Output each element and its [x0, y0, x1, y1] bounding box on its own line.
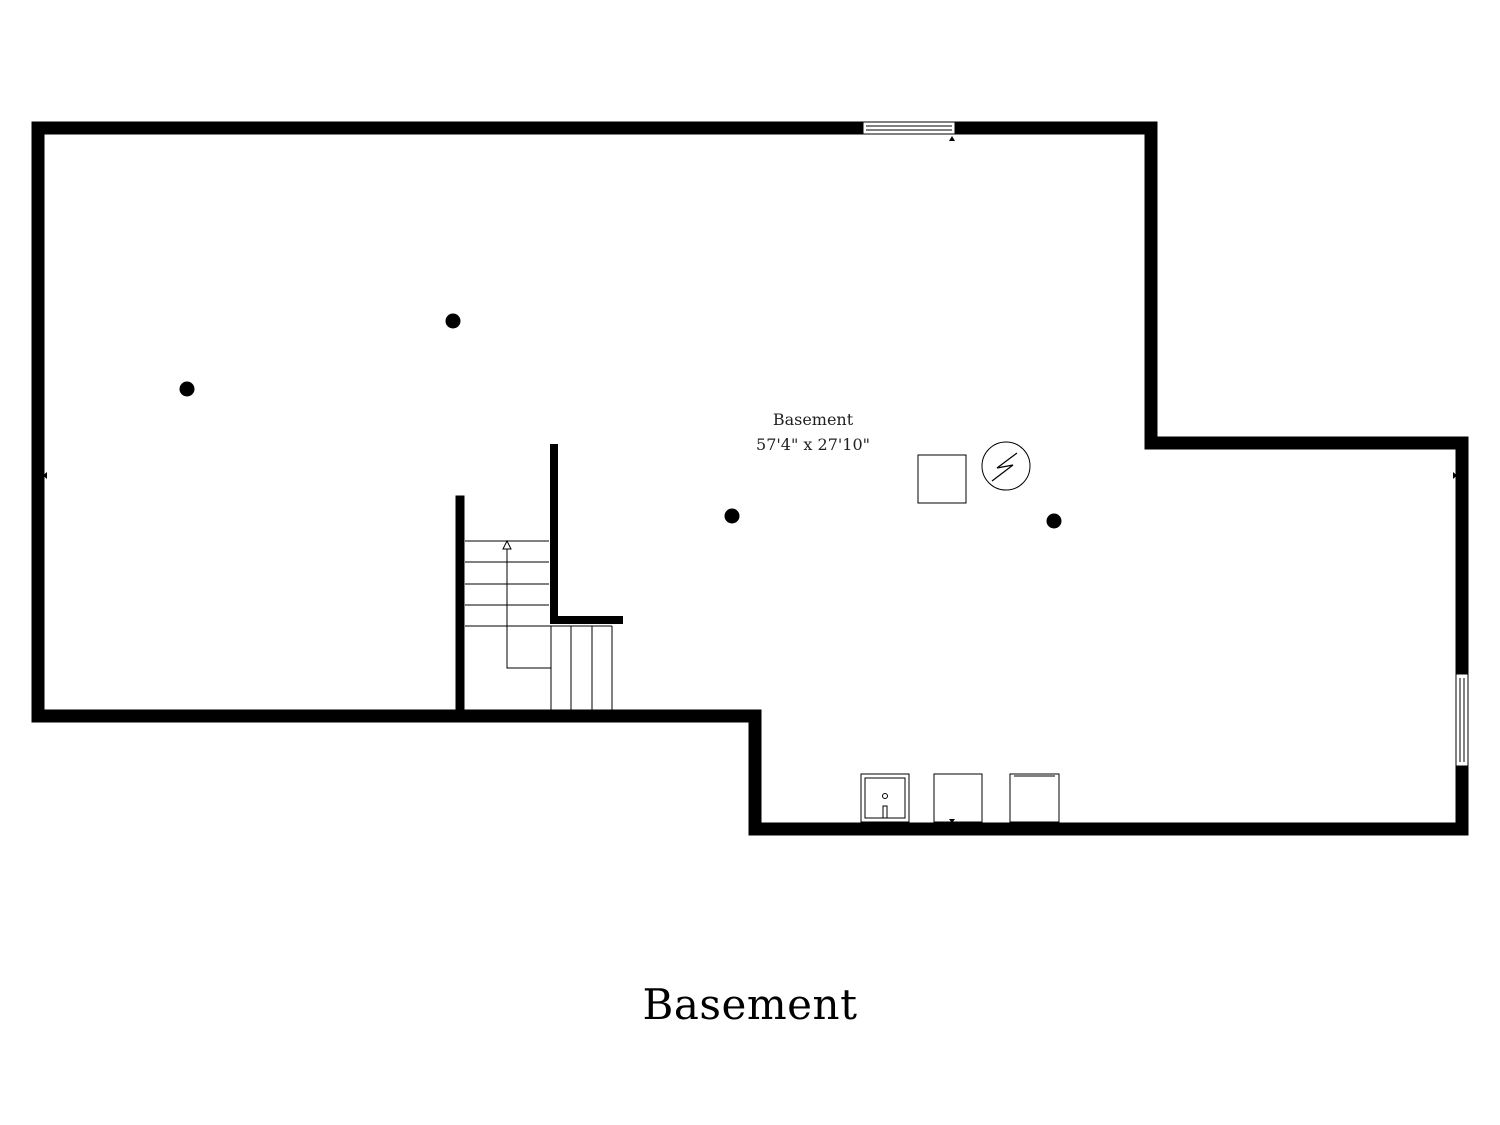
window-right	[1455, 673, 1469, 767]
dryer-icon	[1009, 773, 1060, 823]
stairs-icon	[465, 539, 613, 710]
appliance-icon	[917, 454, 967, 504]
washer-icon	[933, 773, 983, 823]
room-label-basement: Basement 57'4" x 27'10"	[756, 410, 870, 454]
support-posts	[179, 313, 1062, 529]
room-name: Basement	[773, 410, 854, 429]
marker-left-icon	[43, 472, 47, 479]
room-dimensions: 57'4" x 27'10"	[756, 435, 870, 454]
post-icon	[179, 381, 195, 397]
interior-walls	[455, 444, 623, 721]
window-top	[862, 121, 956, 141]
post-icon	[724, 508, 740, 524]
exterior-walls	[31, 121, 1469, 836]
electrical-panel-icon	[981, 441, 1031, 491]
marker-right-icon	[1453, 472, 1457, 479]
floor-title: Basement	[642, 980, 858, 1029]
post-icon	[1046, 513, 1062, 529]
post-icon	[445, 313, 461, 329]
sink-icon	[860, 773, 910, 823]
